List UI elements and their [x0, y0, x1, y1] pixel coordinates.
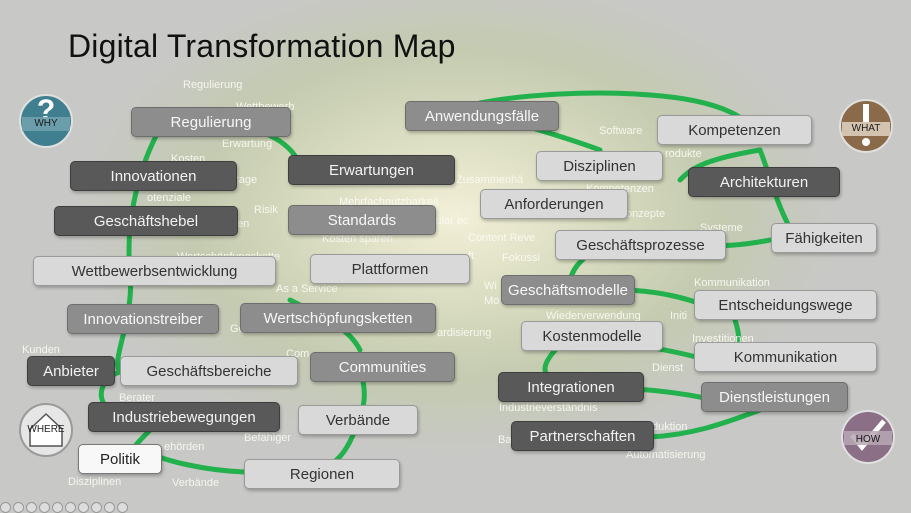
background-word: Initi — [670, 310, 688, 322]
background-word: Software — [599, 125, 643, 137]
background-word: onzepte — [626, 208, 666, 220]
background-word: rodukte — [665, 148, 702, 160]
background-word: Regulierung — [183, 79, 243, 91]
node-integrationen[interactable]: Integrationen — [498, 372, 644, 402]
why-badge-label: WHY — [34, 118, 58, 129]
house-icon — [19, 403, 73, 457]
background-word: Erwartung — [222, 138, 273, 150]
toolbar-button[interactable] — [52, 502, 63, 513]
question-icon: ? — [19, 94, 73, 148]
node-plattformen[interactable]: Plattformen — [310, 254, 470, 284]
toolbar-button[interactable] — [91, 502, 102, 513]
toolbar-button[interactable] — [13, 502, 24, 513]
toolbar-button[interactable] — [65, 502, 76, 513]
toolbar-button[interactable] — [26, 502, 37, 513]
background-word: Kosten sparen — [322, 233, 393, 245]
link-curve — [647, 407, 763, 440]
background-word: Fokussi — [502, 252, 540, 264]
node-geschaeftshebel[interactable]: Geschäftshebel — [54, 206, 238, 236]
toolbar-button[interactable] — [0, 502, 11, 513]
where-badge[interactable]: WHERE — [18, 402, 74, 458]
background-word: en — [237, 218, 250, 230]
how-badge-label: HOW — [855, 434, 881, 445]
background-word: Disziplinen — [68, 476, 122, 488]
node-regionen[interactable]: Regionen — [244, 459, 400, 489]
background-word: Wiederverwendung — [546, 310, 641, 322]
link-curve — [152, 452, 247, 475]
background-word: Kommunikation — [694, 277, 770, 289]
node-wertschoepfungsketten[interactable]: Wertschöpfungsketten — [240, 303, 436, 333]
background-word: ehörden — [164, 441, 205, 453]
what-badge-label: WHAT — [851, 123, 881, 134]
node-entscheidungswege[interactable]: Entscheidungswege — [694, 290, 877, 320]
background-word: Verbände — [172, 477, 220, 489]
node-kostenmodelle[interactable]: Kostenmodelle — [521, 321, 663, 351]
background-word: Dienst — [652, 362, 684, 374]
background-word: ardisierung — [437, 327, 492, 339]
node-architekturen[interactable]: Architekturen — [688, 167, 840, 197]
background-word: Ba — [498, 434, 512, 446]
node-kompetenzen[interactable]: Kompetenzen — [657, 115, 812, 145]
link-curve — [115, 117, 168, 375]
node-innovationen[interactable]: Innovationen — [70, 161, 237, 191]
background-word: Berater — [119, 392, 156, 404]
node-industriebewegungen[interactable]: Industriebewegungen — [88, 402, 280, 432]
node-geschaeftsprozesse[interactable]: Geschäftsprozesse — [555, 230, 726, 260]
node-geschaeftsmodelle[interactable]: Geschäftsmodelle — [501, 275, 635, 305]
node-faehigkeiten[interactable]: Fähigkeiten — [771, 223, 877, 253]
background-word: Befähiger — [244, 432, 292, 444]
what-badge[interactable]: WHAT — [838, 98, 894, 154]
page-title: Digital Transformation Map — [68, 28, 456, 64]
why-badge[interactable]: ? WHY — [18, 93, 74, 149]
node-communities[interactable]: Communities — [310, 352, 455, 382]
toolbar-button[interactable] — [117, 502, 128, 513]
node-dienstleistungen[interactable]: Dienstleistungen — [701, 382, 848, 412]
node-standards[interactable]: Standards — [288, 205, 436, 235]
node-kommunikation[interactable]: Kommunikation — [694, 342, 877, 372]
node-regulierung[interactable]: Regulierung — [131, 107, 291, 137]
link-curve — [677, 147, 763, 183]
node-disziplinen[interactable]: Disziplinen — [536, 151, 663, 181]
background-word: Zusammenhä — [456, 174, 524, 186]
background-word: Mo — [484, 295, 500, 307]
node-politik[interactable]: Politik — [78, 444, 162, 474]
background-word: duktion — [652, 421, 688, 433]
checkmark-icon — [841, 410, 895, 464]
node-anbieter[interactable]: Anbieter — [27, 356, 115, 386]
node-verbaende[interactable]: Verbände — [298, 405, 418, 435]
where-badge-label: WHERE — [27, 424, 65, 435]
slide-toolbar[interactable] — [0, 502, 128, 513]
node-partnerschaften[interactable]: Partnerschaften — [511, 421, 654, 451]
toolbar-button[interactable] — [39, 502, 50, 513]
node-innovationstreiber[interactable]: Innovationstreiber — [67, 304, 219, 334]
background-word: Automatisierung — [626, 449, 706, 461]
toolbar-button[interactable] — [78, 502, 89, 513]
node-anforderungen[interactable]: Anforderungen — [480, 189, 628, 219]
background-word: Industrieverständnis — [499, 402, 598, 414]
background-word: Risik — [254, 204, 278, 216]
background-word: Wi — [484, 280, 497, 292]
node-wettbewerbsentwicklung[interactable]: Wettbewerbsentwicklung — [33, 256, 276, 286]
background-word: otenziale — [147, 192, 192, 204]
node-anwendungsfaelle[interactable]: Anwendungsfälle — [405, 101, 559, 131]
toolbar-button[interactable] — [104, 502, 115, 513]
node-geschaeftsbereiche[interactable]: Geschäftsbereiche — [120, 356, 298, 386]
node-erwartungen[interactable]: Erwartungen — [288, 155, 455, 185]
how-badge[interactable]: HOW — [840, 409, 896, 465]
background-word: frage — [232, 174, 258, 186]
background-word: Content Reve — [468, 232, 536, 244]
exclamation-icon — [839, 99, 893, 153]
background-word: As a Service — [276, 283, 338, 295]
background-word: ft — [468, 250, 475, 262]
background-word: Kunden — [22, 344, 60, 356]
